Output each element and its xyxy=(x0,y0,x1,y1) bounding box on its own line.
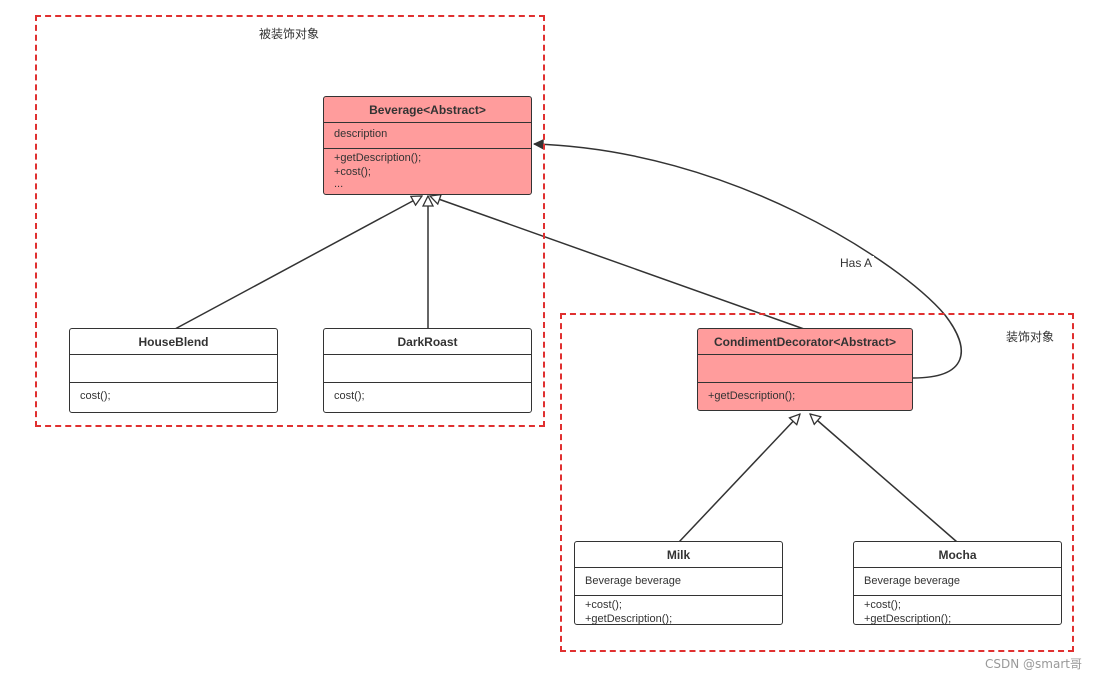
class-darkroast-name: DarkRoast xyxy=(397,335,458,349)
class-mocha-attributes: Beverage beverage xyxy=(854,568,1061,596)
class-houseblend[interactable]: HouseBlend cost(); xyxy=(69,328,278,413)
decorators-group-label: 装饰对象 xyxy=(1006,330,1055,344)
decorated-group-label: 被装饰对象 xyxy=(259,27,320,41)
class-darkroast-header: DarkRoast xyxy=(324,329,531,355)
class-darkroast-attributes xyxy=(324,355,531,383)
houseblend-inherits-beverage xyxy=(174,196,422,330)
operation: +cost(); xyxy=(334,166,371,178)
operation: +getDescription(); xyxy=(708,390,796,402)
class-milk-header: Milk xyxy=(575,542,782,568)
class-houseblend-attributes xyxy=(70,355,277,383)
class-beverage-header: Beverage<Abstract> xyxy=(324,97,531,123)
class-milk-name: Milk xyxy=(666,548,691,562)
class-milk-attributes: Beverage beverage xyxy=(575,568,782,596)
class-beverage[interactable]: Beverage<Abstract> description +getDescr… xyxy=(323,96,532,195)
class-darkroast[interactable]: DarkRoast cost(); xyxy=(323,328,532,413)
class-milk-operations: +cost(); +getDescription(); xyxy=(575,596,782,625)
milk-inherits-condiment xyxy=(678,414,800,543)
class-mocha-operations: +cost(); +getDescription(); xyxy=(854,596,1061,625)
class-condimentdecorator[interactable]: CondimentDecorator<Abstract> +getDescrip… xyxy=(697,328,913,411)
class-houseblend-operations: cost(); xyxy=(70,383,277,405)
class-houseblend-name: HouseBlend xyxy=(138,335,209,349)
class-darkroast-operations: cost(); xyxy=(324,383,531,405)
attribute: Beverage beverage xyxy=(585,575,682,587)
operation: cost(); xyxy=(80,390,111,402)
operation: +getDescription(); xyxy=(864,613,952,625)
operation: +cost(); xyxy=(585,599,622,611)
class-condimentdecorator-operations: +getDescription(); xyxy=(698,383,912,405)
class-mocha-header: Mocha xyxy=(854,542,1061,568)
class-beverage-name: Beverage xyxy=(369,103,424,117)
class-milk[interactable]: Milk Beverage beverage +cost(); +getDesc… xyxy=(574,541,783,625)
has-a-label: Has A xyxy=(838,256,875,270)
has-a-association xyxy=(534,144,962,379)
class-mocha[interactable]: Mocha Beverage beverage +cost(); +getDes… xyxy=(853,541,1062,625)
attribute: Beverage beverage xyxy=(864,575,961,587)
class-condimentdecorator-stereotype: <Abstract> xyxy=(833,335,897,349)
operation: +cost(); xyxy=(864,599,901,611)
class-beverage-operations: +getDescription(); +cost(); ... xyxy=(324,149,531,191)
operation: ... xyxy=(334,178,344,190)
mocha-inherits-condiment xyxy=(810,414,958,543)
class-condimentdecorator-attributes xyxy=(698,355,912,383)
class-houseblend-header: HouseBlend xyxy=(70,329,277,355)
class-beverage-stereotype: <Abstract> xyxy=(423,103,486,117)
operation: cost(); xyxy=(334,390,365,402)
condiment-inherits-beverage xyxy=(430,196,805,330)
class-beverage-attributes: description xyxy=(324,123,531,149)
operation: +getDescription(); xyxy=(334,152,422,164)
operation: +getDescription(); xyxy=(585,613,673,625)
attribute: description xyxy=(334,128,388,140)
class-mocha-name: Mocha xyxy=(938,548,977,562)
class-condimentdecorator-header: CondimentDecorator<Abstract> xyxy=(698,329,912,355)
class-condimentdecorator-name: CondimentDecorator xyxy=(713,335,834,349)
csdn-watermark: CSDN @smart哥 xyxy=(985,657,1082,671)
